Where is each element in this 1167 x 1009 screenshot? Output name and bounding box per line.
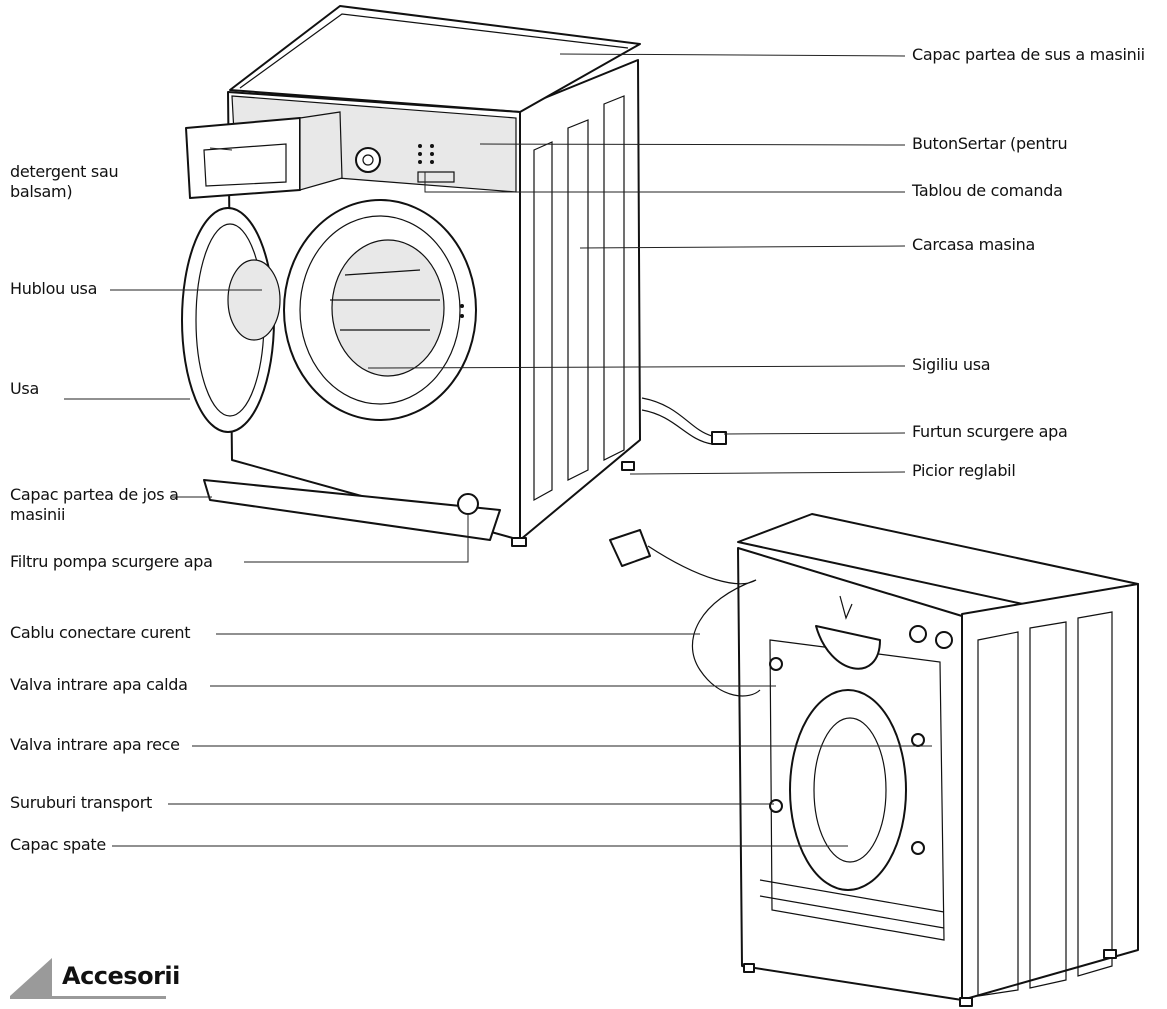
rear-foot bbox=[621, 461, 635, 471]
back-cover bbox=[789, 689, 907, 891]
label-pump-filter: Filtru pompa scurgere apa bbox=[10, 552, 213, 571]
leader-top-cover bbox=[559, 53, 906, 57]
side-groove-3 bbox=[603, 95, 625, 461]
label-door-glass: Hublou usa bbox=[10, 279, 98, 298]
label-back-cover: Capac spate bbox=[10, 835, 106, 854]
transport-bolt-2 bbox=[911, 733, 925, 747]
label-hot-inlet: Valva intrare apa calda bbox=[10, 675, 188, 694]
leader-control-panel bbox=[424, 172, 905, 193]
label-transport-bolts: Suruburi transport bbox=[10, 793, 152, 812]
label-drawer-button: ButonSertar (pentru bbox=[912, 134, 1068, 153]
power-plug bbox=[609, 529, 651, 567]
drum bbox=[331, 239, 445, 377]
side-groove-2 bbox=[567, 119, 589, 481]
label-adjustable-foot: Picior reglabil bbox=[912, 461, 1016, 480]
drain-hose bbox=[641, 397, 713, 437]
bottom-cover bbox=[203, 479, 501, 541]
top-inner-edge bbox=[239, 13, 629, 89]
side-groove-1 bbox=[533, 141, 553, 502]
label-drain-hose: Furtun scurgere apa bbox=[912, 422, 1068, 441]
leader-detergent bbox=[209, 147, 233, 151]
label-detergent: detergent sau balsam) bbox=[10, 162, 119, 201]
leader-pump-filter bbox=[244, 514, 469, 563]
hot-valve bbox=[909, 625, 927, 643]
label-door-seal: Sigiliu usa bbox=[912, 355, 991, 374]
label-top-cover: Capac partea de sus a masinii bbox=[912, 45, 1145, 64]
transport-bolt-1 bbox=[769, 657, 783, 671]
section-rule bbox=[10, 996, 166, 999]
leader-cabinet bbox=[579, 245, 906, 249]
front-machine bbox=[181, 5, 727, 547]
detergent-drawer bbox=[185, 117, 301, 199]
program-knob bbox=[355, 147, 381, 173]
label-control-panel: Tablou de comanda bbox=[912, 181, 1063, 200]
back-cover-panel bbox=[769, 639, 945, 941]
rear-machine bbox=[609, 513, 1139, 1007]
leader-door-seal bbox=[367, 365, 906, 369]
rear-hood bbox=[815, 625, 881, 670]
rear-side-groove-3 bbox=[1077, 611, 1113, 977]
leader-adjustable-foot bbox=[629, 471, 906, 475]
indicator-leds bbox=[418, 144, 434, 164]
rear-side-groove-1 bbox=[977, 631, 1019, 997]
display-window bbox=[417, 171, 455, 183]
section-title: Accesorii bbox=[62, 962, 180, 990]
power-cable bbox=[647, 545, 761, 697]
rear-side-groove-2 bbox=[1029, 621, 1067, 989]
leader-drain-hose bbox=[723, 432, 906, 435]
pump-filter-cap bbox=[457, 493, 479, 515]
leader-drawer-button bbox=[479, 143, 906, 146]
label-power-cable: Cablu conectare curent bbox=[10, 623, 191, 642]
front-foot bbox=[511, 537, 527, 547]
cold-valve bbox=[935, 631, 953, 649]
label-cold-inlet: Valva intrare apa rece bbox=[10, 735, 180, 754]
section-triangle-icon bbox=[10, 958, 52, 996]
label-door: Usa bbox=[10, 379, 39, 398]
transport-bolt-4 bbox=[911, 841, 925, 855]
label-cabinet: Carcasa masina bbox=[912, 235, 1035, 254]
transport-bolt-3 bbox=[769, 799, 783, 813]
label-bottom-cover: Capac partea de jos a masinii bbox=[10, 485, 179, 524]
door-glass bbox=[227, 259, 281, 341]
leader-lines bbox=[64, 53, 932, 847]
